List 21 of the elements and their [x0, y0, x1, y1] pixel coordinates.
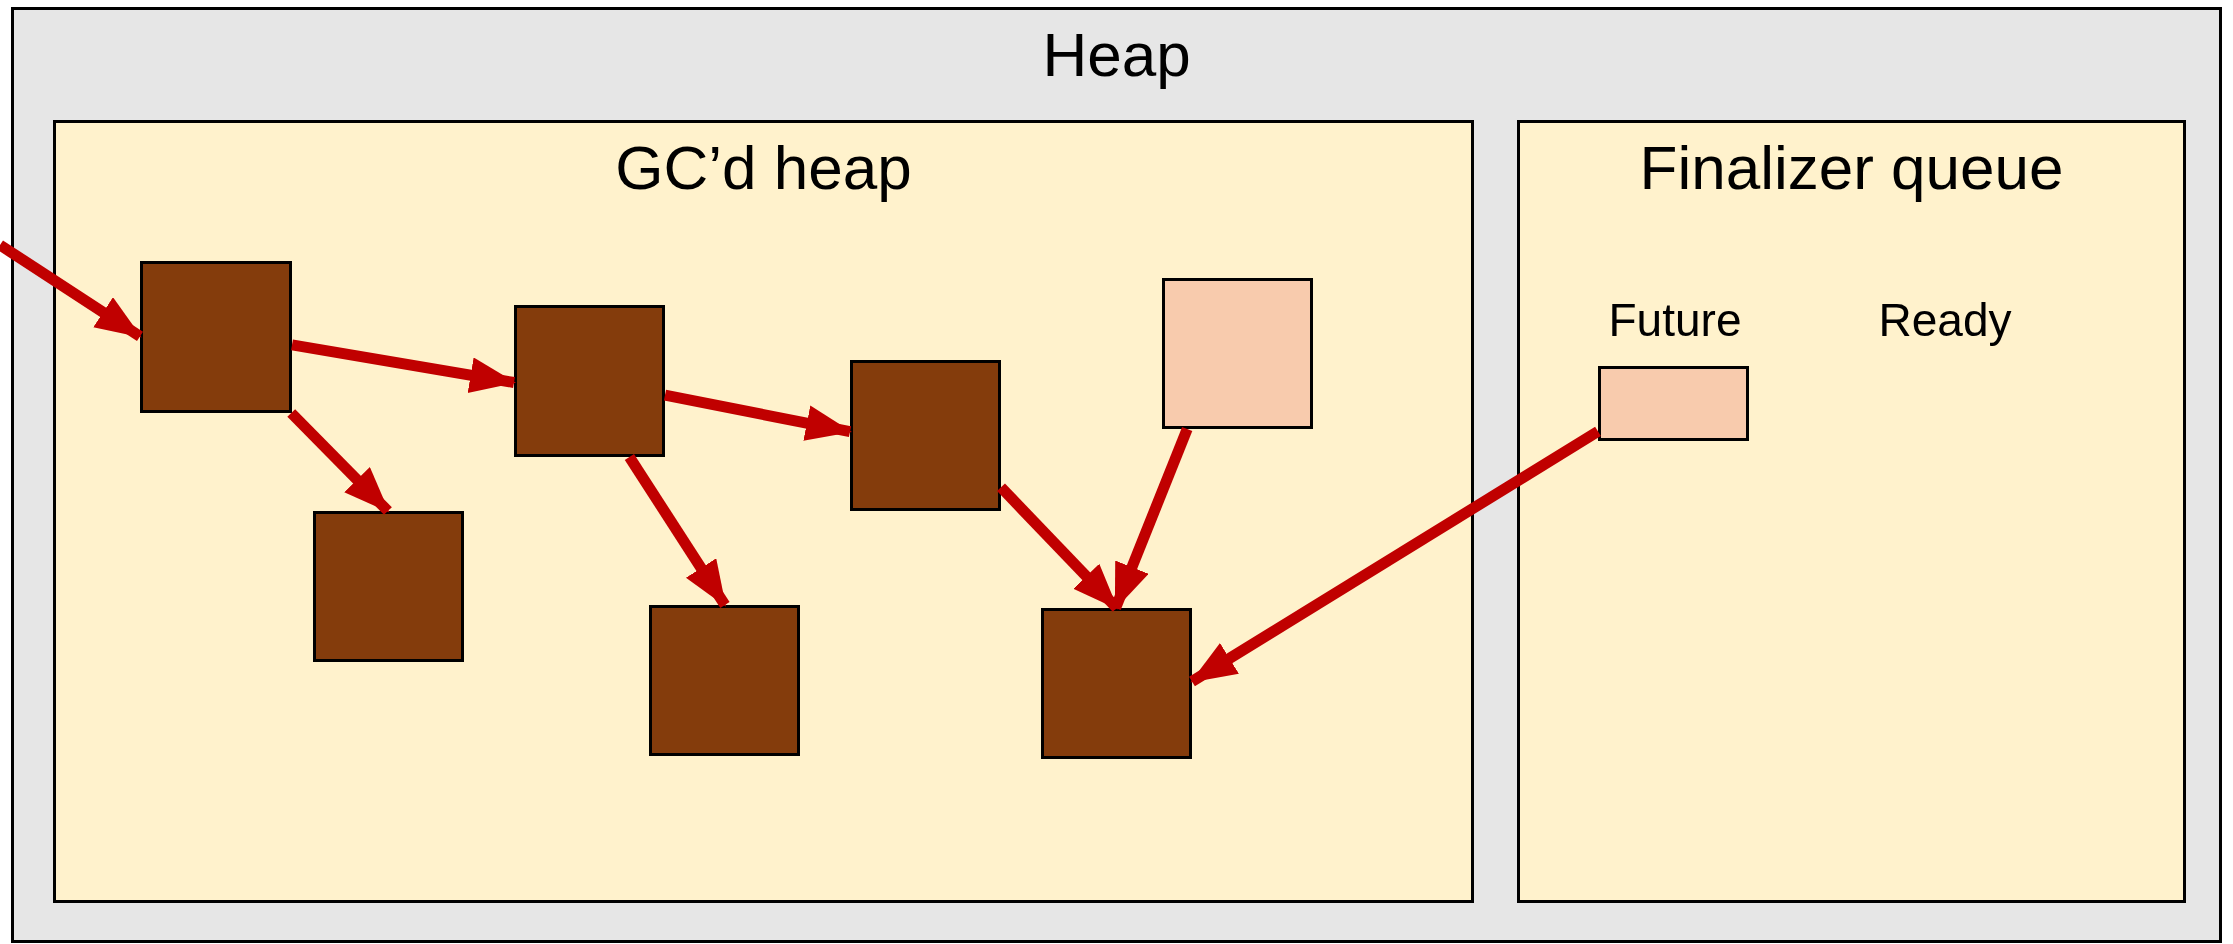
panel-title: GC’d heap	[615, 132, 912, 204]
reference-arrow	[287, 409, 392, 515]
container-panel	[11, 7, 2222, 943]
object-box	[313, 511, 464, 662]
panel-title: Finalizer queue	[1639, 132, 2064, 204]
reference-arrow	[624, 454, 730, 608]
object-box	[1041, 608, 1192, 759]
pending-object-box	[1162, 278, 1313, 429]
object-box	[140, 261, 292, 413]
object-box	[649, 605, 800, 756]
queue-label: Future	[1608, 297, 1742, 343]
object-box	[850, 360, 1001, 511]
object-box	[514, 305, 665, 457]
container-panel	[1517, 120, 2186, 903]
container-panel	[53, 120, 1474, 903]
panel-title: Heap	[1042, 19, 1191, 91]
reference-arrow	[0, 240, 143, 341]
reference-arrow	[1189, 426, 1601, 687]
reference-arrow	[291, 339, 516, 393]
reference-arrow	[663, 389, 852, 441]
pending-object-box	[1598, 366, 1749, 441]
